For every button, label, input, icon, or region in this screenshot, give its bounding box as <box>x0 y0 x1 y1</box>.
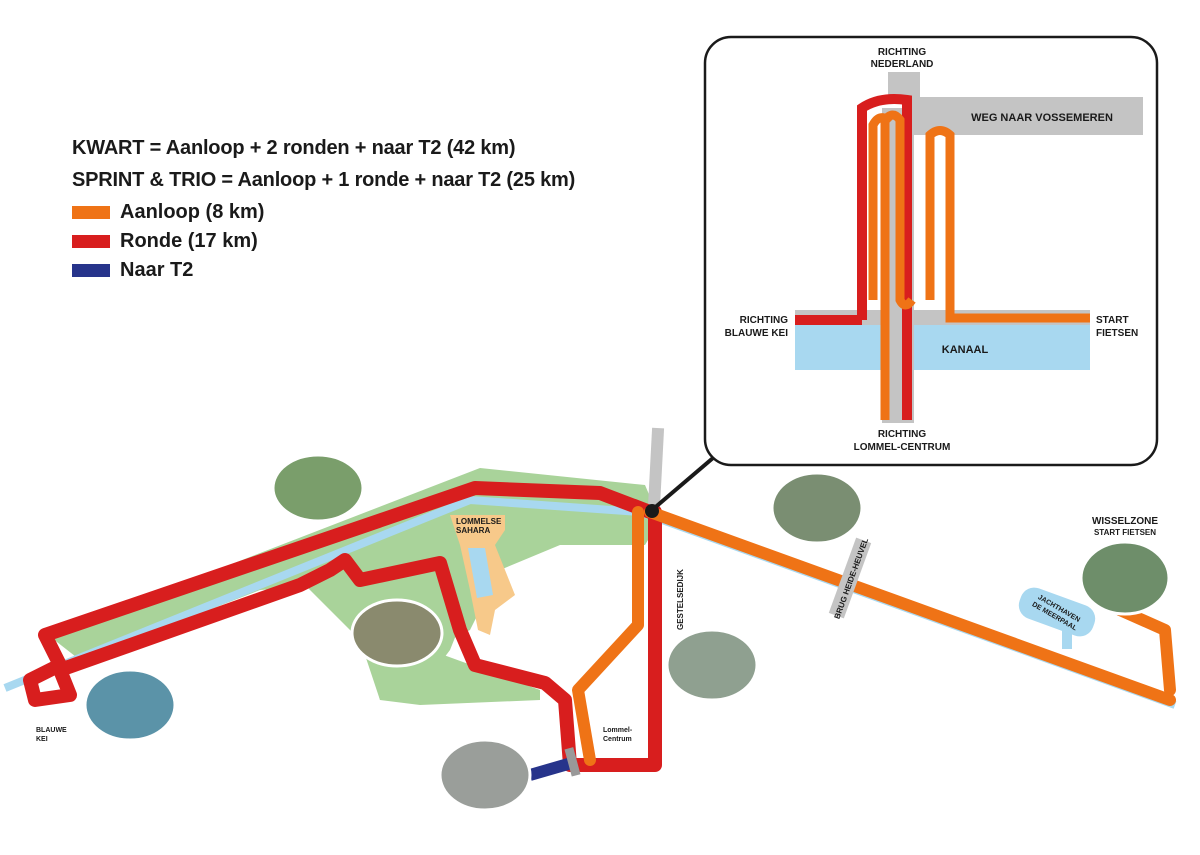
inset-west-label: RICHTING <box>740 315 789 326</box>
inset-north-label-2: NEDERLAND <box>871 59 934 70</box>
ronde-swatch <box>72 235 110 248</box>
road-north <box>647 427 665 509</box>
legend-item-naar-t2: Naar T2 <box>72 256 575 285</box>
blauwe-kei-label: BLAUWE <box>36 727 67 734</box>
sprint-trio-formula: SPRINT & TRIO = Aanloop + 1 ronde + naar… <box>72 169 576 191</box>
aanloop-swatch <box>72 206 110 219</box>
inset-west-label-2: BLAUWE KEI <box>725 328 789 339</box>
legend-label: Ronde (17 km) <box>120 230 258 252</box>
inset-east-label-2: FIETSEN <box>1096 328 1138 339</box>
inset-canal-label: KANAAL <box>942 344 989 356</box>
photo-bubble <box>1079 540 1171 616</box>
inset-south-label: RICHTING <box>878 429 927 440</box>
photo-bubbles <box>83 453 1171 812</box>
inset-north-label: RICHTING <box>878 47 927 58</box>
photo-bubble <box>665 628 759 702</box>
route-legend: KWART = Aanloop + 2 ronden + naar T2 (42… <box>72 132 575 285</box>
kwart-formula: KWART = Aanloop + 2 ronden + naar T2 (42… <box>72 137 516 159</box>
inset-connector <box>650 456 715 512</box>
photo-bubble <box>350 598 444 668</box>
naar-t2-swatch <box>72 264 110 277</box>
photo-bubble <box>770 471 864 545</box>
inset-detail: RICHTING NEDERLAND WEG NAAR VOSSEMEREN R… <box>703 35 1159 467</box>
inset-east-label: START <box>1096 315 1129 326</box>
blauwe-kei-label-2: KEI <box>36 736 48 743</box>
legend-label: Naar T2 <box>120 259 194 281</box>
inset-south-label-2: LOMMEL-CENTRUM <box>854 442 951 453</box>
wisselzone-label: WISSELZONE <box>1092 516 1158 527</box>
legend-item-aanloop: Aanloop (8 km) <box>72 198 575 227</box>
ronde-route <box>23 481 662 772</box>
sahara-label-2: SAHARA <box>456 526 490 535</box>
photo-bubble <box>83 668 177 742</box>
start-fietsen-label: START FIETSEN <box>1094 528 1156 537</box>
aanloop-route <box>572 506 1176 766</box>
junction-dot <box>645 504 659 518</box>
sahara-label: LOMMELSE <box>456 517 502 526</box>
t2-marker <box>564 747 581 777</box>
gestelsedijk-label: GESTELSEDIJK <box>676 569 685 630</box>
legend-label: Aanloop (8 km) <box>120 201 265 223</box>
lommelse-sahara: LOMMELSE SAHARA <box>450 515 515 635</box>
lommel-centrum-label-2: Centrum <box>603 736 632 743</box>
naar-t2-route <box>528 756 577 781</box>
legend-item-ronde: Ronde (17 km) <box>72 227 575 256</box>
inset-road-label: WEG NAAR VOSSEMEREN <box>971 112 1113 124</box>
lommel-centrum-label: Lommel- <box>603 727 633 734</box>
photo-bubble <box>438 738 532 812</box>
photo-bubble <box>271 453 365 523</box>
